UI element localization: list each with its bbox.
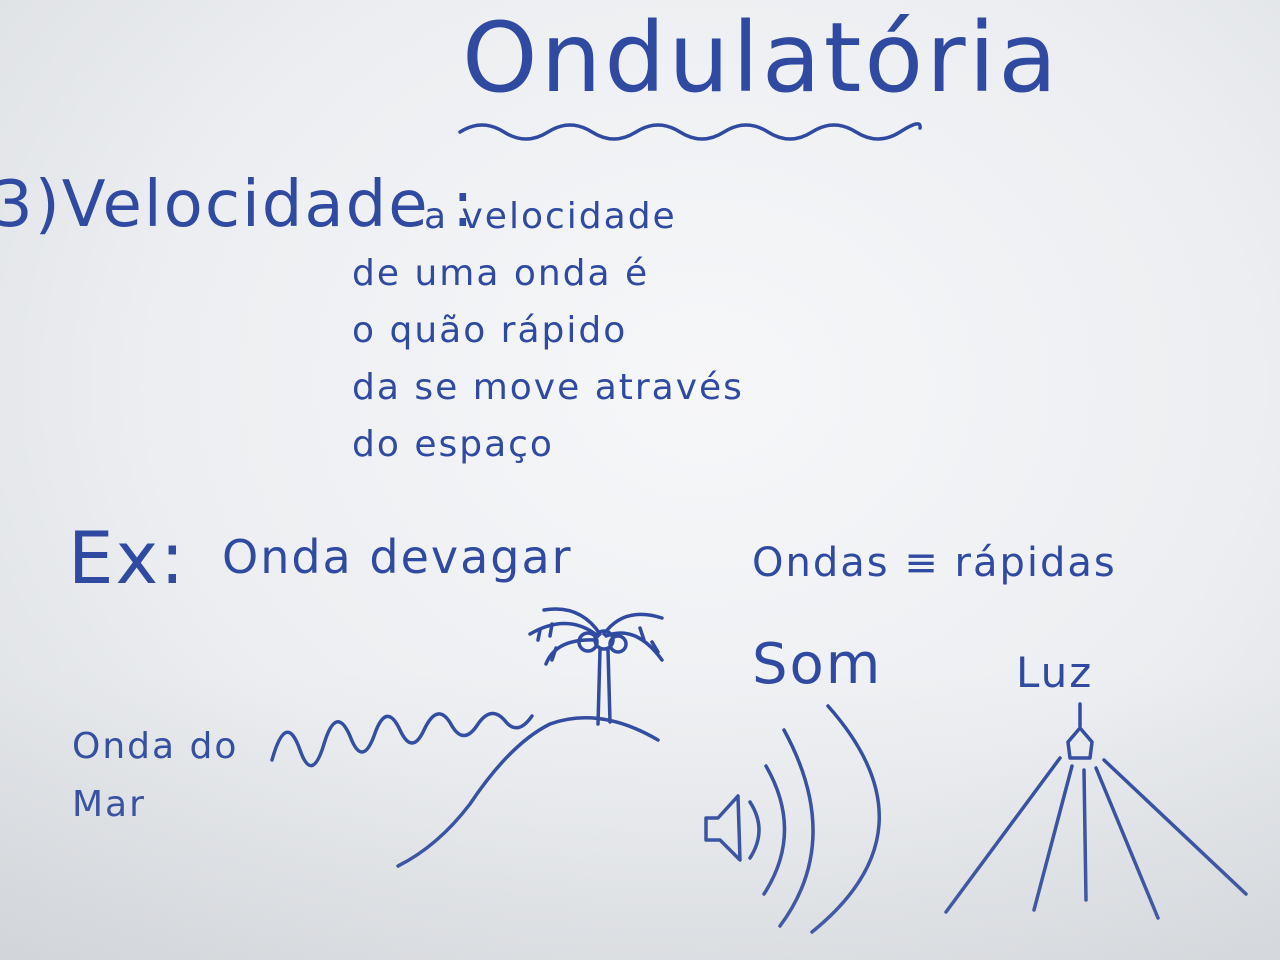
lamp-icon — [944, 702, 1248, 920]
sea-wave-label-line: Onda do — [72, 726, 239, 767]
sea-wave-label-line: Mar — [72, 784, 146, 825]
definition-line: do espaço — [352, 424, 554, 465]
fast-waves-label: Ondas ≡ rápidas — [752, 540, 1117, 586]
section-label: 3)Velocidade : — [0, 168, 476, 242]
definition-line: da se move através — [352, 367, 744, 408]
light-label: Luz — [1016, 648, 1094, 697]
board-title: Ondulatória — [462, 2, 1061, 114]
example-label: Ex: — [68, 516, 187, 600]
sound-arc — [778, 728, 815, 928]
speaker-icon — [704, 704, 881, 934]
island-hill — [396, 716, 660, 868]
definition-line: a velocidade — [424, 196, 677, 237]
sound-arc — [748, 800, 761, 860]
definition-line: de uma onda é — [352, 253, 650, 294]
sound-arc — [810, 704, 881, 934]
sea-wave-label: Onda do Mar — [72, 718, 238, 834]
title-wavy-underline — [458, 122, 922, 141]
palm-tree-icon — [528, 607, 664, 726]
definition-text: a velocidade de uma onda é o quão rápido… — [352, 188, 744, 473]
slow-wave-label: Onda devagar — [222, 530, 573, 584]
sea-wave-squiggle — [270, 711, 534, 768]
sound-label: Som — [752, 632, 883, 697]
definition-line: o quão rápido — [352, 310, 628, 351]
sound-arc — [762, 764, 787, 896]
